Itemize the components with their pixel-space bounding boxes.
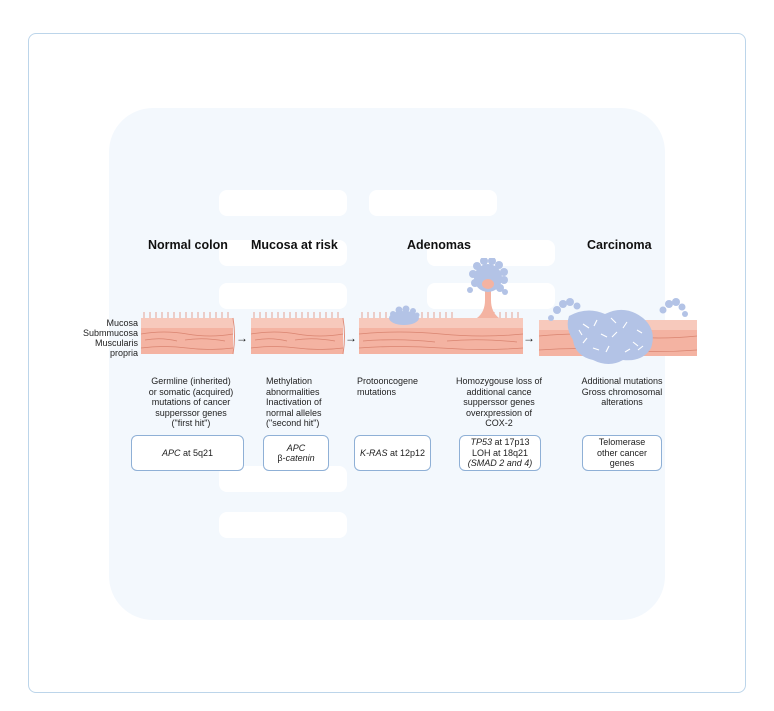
gene-telo-line1: Telomerase (598, 437, 646, 448)
outer-frame (28, 33, 746, 693)
layer-label-muscularis: Muscularis (94, 338, 138, 348)
gene-telo-line3: genes (609, 458, 635, 469)
tissue-carcinoma (539, 298, 698, 364)
layer-label-mucosa: Mucosa (106, 318, 138, 328)
gene-tp53-line: TP53 at 17p13 (470, 437, 529, 448)
desc-homozygous: Homozygouse loss of additional cance sup… (455, 376, 543, 428)
placeholder-block (219, 240, 347, 266)
gene-kras-locus: at 12p12 (387, 447, 426, 458)
gene-telo-line2: other cancer (596, 447, 648, 458)
gene-apc-line: APC at 5q21 (162, 448, 213, 459)
desc-protooncogene: Protooncogene mutations (357, 376, 419, 397)
layer-label-submucosa: Submmucosa (82, 328, 138, 338)
stage-title-at-risk: Mucosa at risk (251, 238, 338, 252)
arrow-1: → (236, 331, 248, 345)
tissue-adenomas (359, 258, 524, 354)
gene-kras-symbol: K-RAS (359, 447, 388, 458)
gene-apc-locus: at 5q21 (180, 447, 214, 458)
gene-apc2-symbol: APC (286, 442, 306, 453)
desc-additional: Additional mutations Gross chromosomal a… (581, 376, 663, 407)
tissue-normal-colon (141, 312, 235, 355)
gene-apc-symbol: APC (161, 447, 181, 458)
gene-box-tp53: TP53 at 17p13 LOH at 18q21 (SMAD 2 and 4… (459, 435, 541, 471)
gene-beta-line: β-catenin (277, 453, 315, 463)
gene-box-telomerase: Telomerase other cancer genes (582, 435, 662, 471)
placeholder-block (219, 190, 347, 216)
gene-smad-line: (SMAD 2 and 4) (467, 458, 533, 469)
desc-germline: Germline (inherited) or somatic (acquire… (148, 376, 234, 428)
placeholder-block (219, 512, 347, 538)
stage-title-adenomas: Adenomas (407, 238, 471, 252)
layer-label-propria: propria (109, 348, 138, 358)
arrow-2: → (345, 331, 357, 345)
arrow-3: → (523, 331, 535, 345)
stage-title-carcinoma: Carcinoma (587, 238, 652, 252)
gene-loh-line: LOH at 18q21 (471, 447, 529, 458)
gene-kras-line: K-RAS at 12p12 (360, 448, 425, 459)
gene-box-apc-beta-catenin: APC β-catenin (263, 435, 329, 471)
gene-tp53-symbol: TP53 (470, 437, 492, 448)
placeholder-block (369, 190, 497, 216)
placeholder-block (219, 283, 347, 309)
tissue-mucosa-at-risk (251, 312, 345, 355)
gene-tp53-locus: at 17p13 (491, 437, 530, 448)
gene-box-apc: APC at 5q21 (131, 435, 244, 471)
gene-box-kras: K-RAS at 12p12 (354, 435, 431, 471)
desc-methylation: Methylation abnormalities Inactivation o… (266, 376, 322, 428)
stage-title-normal: Normal colon (148, 238, 228, 252)
